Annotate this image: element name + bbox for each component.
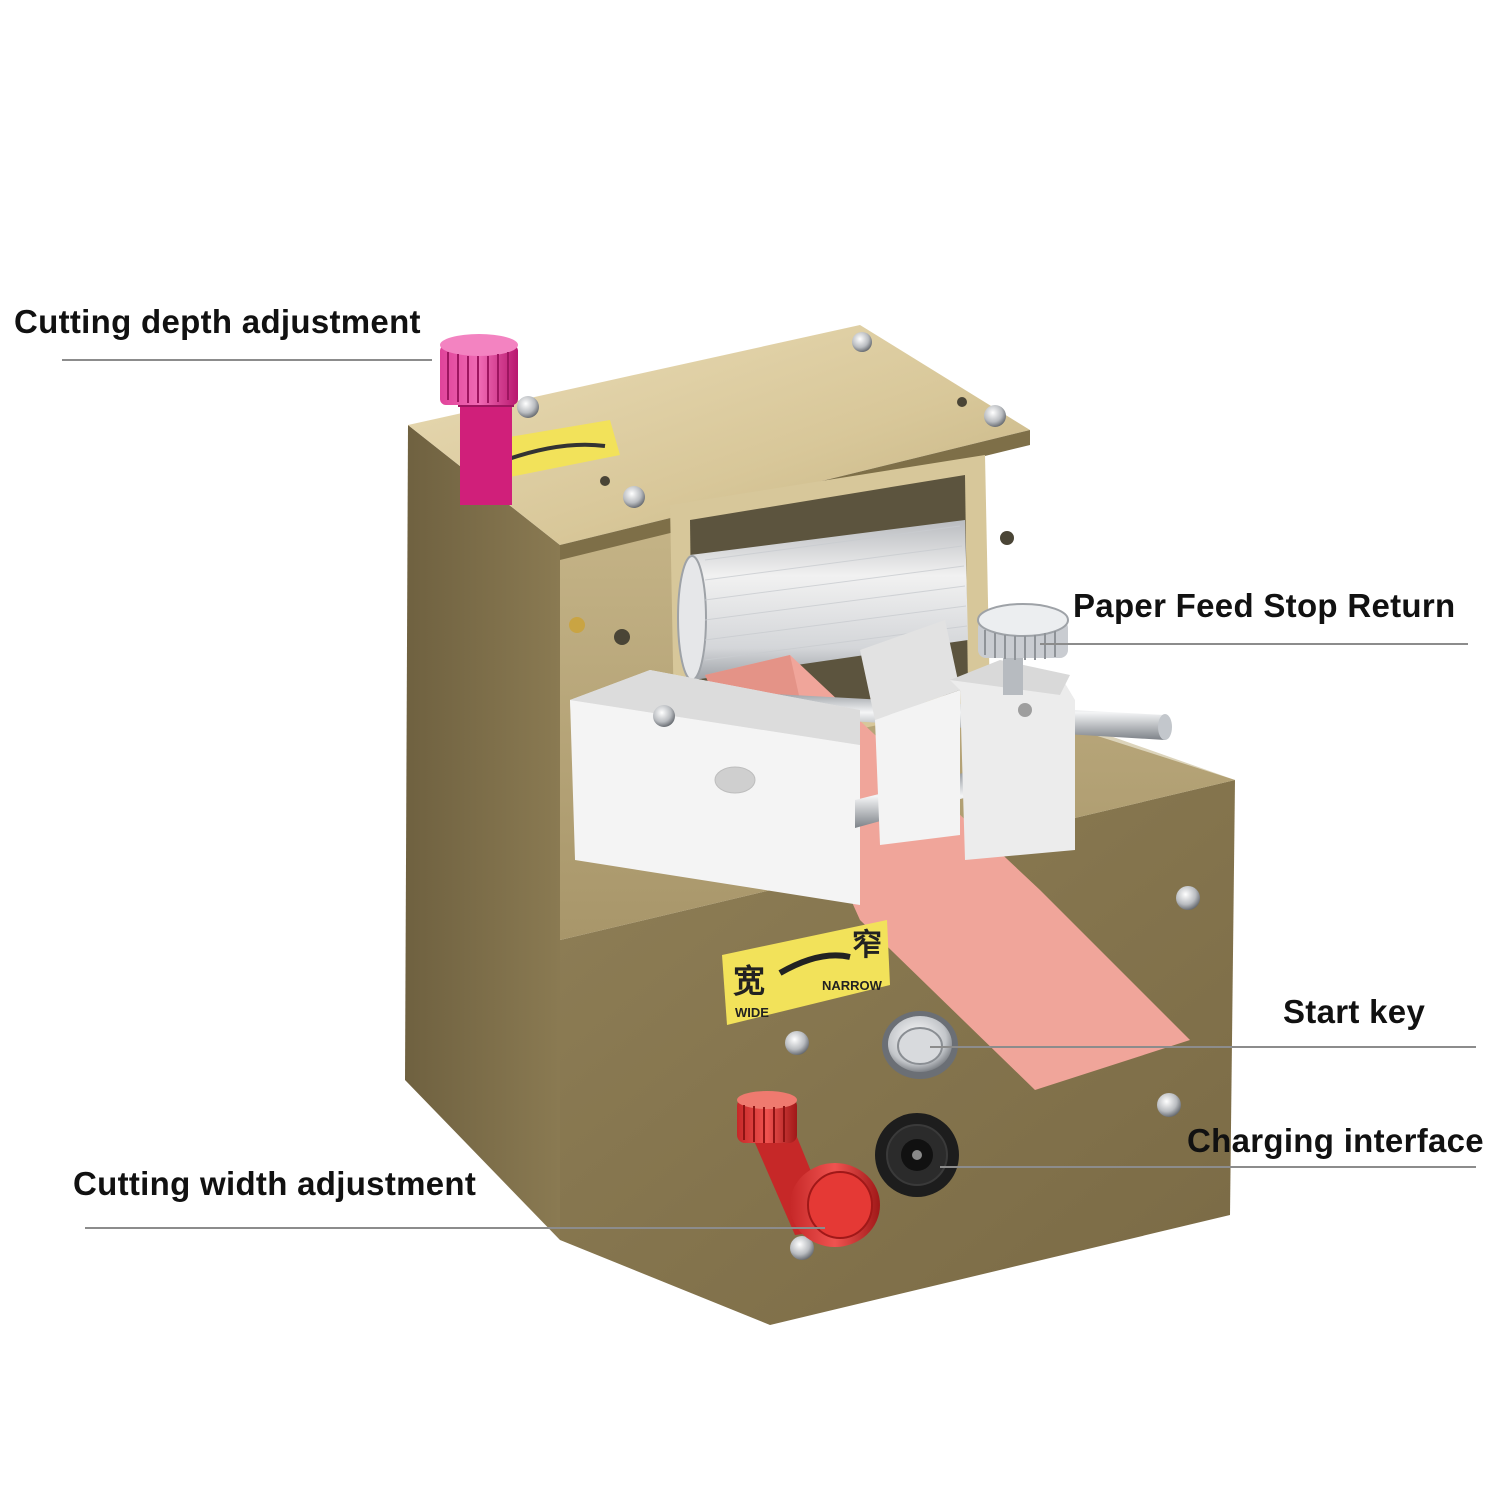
leader-start-key <box>930 1046 1476 1048</box>
left-guide-block <box>570 670 860 905</box>
housing-left-face <box>405 425 560 1240</box>
label-paper-feed: Paper Feed Stop Return <box>1073 587 1456 624</box>
leader-cutting-width <box>85 1227 825 1229</box>
sticker-narrow-cn: 窄 <box>852 928 882 963</box>
cutting-depth-knob <box>440 334 518 505</box>
paper-feed-stop-block <box>860 620 1075 860</box>
wide-narrow-sticker <box>722 920 890 1025</box>
sticker-narrow-label: NARROW <box>822 978 883 993</box>
front-panel-screws <box>785 886 1200 1260</box>
sticker-wide-cn: 宽 <box>733 962 765 1000</box>
start-key-button[interactable] <box>882 1011 958 1079</box>
housing-top-plate <box>408 325 1030 545</box>
sticker-wide-label: WIDE <box>735 1005 769 1020</box>
charging-port <box>875 1113 959 1197</box>
label-cutting-width: Cutting width adjustment <box>73 1165 477 1202</box>
cutting-width-knob <box>737 1091 880 1247</box>
paper-feed-stop-knob <box>977 603 1069 695</box>
leader-charging <box>940 1166 1476 1168</box>
top-plate-screws <box>517 332 1014 645</box>
leader-cutting-depth <box>62 359 432 361</box>
leader-paper-feed <box>1040 643 1468 645</box>
label-cutting-depth: Cutting depth adjustment <box>14 303 421 340</box>
label-start-key: Start key <box>1283 993 1426 1030</box>
label-charging: Charging interface <box>1187 1122 1484 1159</box>
